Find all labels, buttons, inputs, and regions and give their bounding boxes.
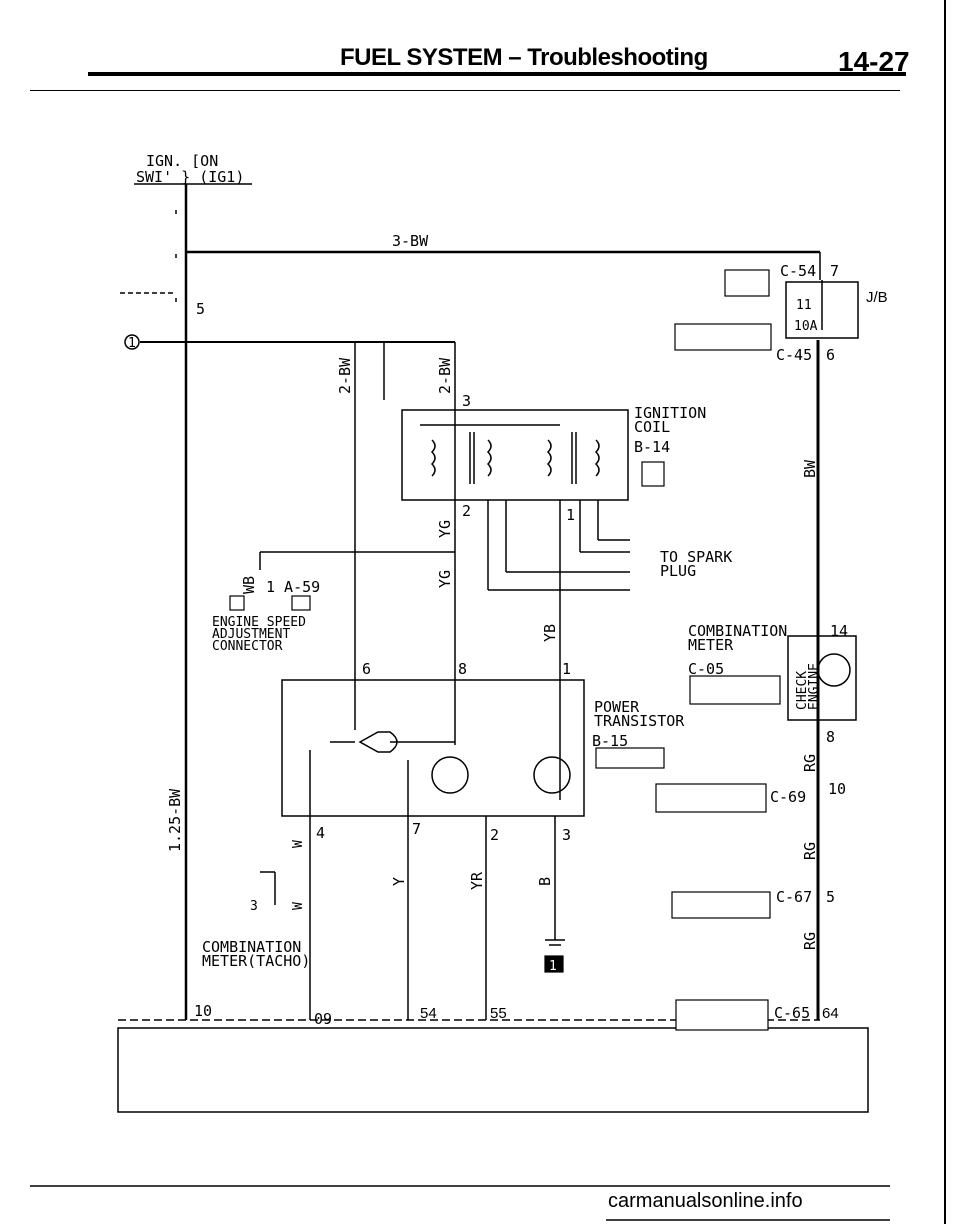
pin-10r-label: 10 (828, 780, 846, 798)
pt-pin-6-label: 6 (362, 660, 371, 678)
wire-rg-a-label: RG (801, 754, 819, 772)
header-rule-thin (30, 90, 900, 91)
pt-pin-2-label: 2 (490, 826, 499, 844)
wire-yg-a-label: YG (436, 520, 454, 538)
c54-label: C-54 (780, 262, 816, 280)
header-rule (88, 72, 906, 76)
check-engine-label: CHECK (795, 671, 810, 710)
coil-pin-1-label: 1 (566, 506, 575, 524)
a59-label: 1 A-59 (266, 578, 320, 596)
tacho-pin-3-label: 3 (250, 899, 258, 914)
tacho-label-2: METER(TACHO) (202, 952, 310, 970)
to-spark-label-2: PLUG (660, 562, 696, 580)
pt-pin-3-label: 3 (562, 826, 571, 844)
pin-14-label: 14 (830, 622, 848, 640)
ecu-55-label: 55 (490, 1005, 507, 1022)
esa-label-2: ADJUSTMENT (212, 627, 290, 642)
section-title: FUEL SYSTEM – Troubleshooting (340, 44, 708, 71)
watermark: carmanualsonline.info (608, 1190, 803, 1212)
b14-label: B-14 (634, 438, 670, 456)
pin-3-label: 3 (462, 392, 471, 410)
ecu-64-label: 64 (822, 1005, 839, 1022)
pt-pin-7-label: 7 (412, 820, 421, 838)
num-5-label: 5 (196, 300, 205, 318)
pt-pin-8-label: 8 (458, 660, 467, 678)
fuse-10a-label: 10A (794, 319, 818, 334)
check-engine-label-2: ENGINE (807, 663, 822, 710)
ignition-coil-label: IGNITION (634, 404, 706, 422)
comb-meter-label: COMBINATION (688, 622, 787, 640)
pt-pin-4-label: 4 (316, 824, 325, 842)
pin-5r-label: 5 (826, 888, 835, 906)
c45-label: C-45 (776, 346, 812, 364)
pt-pin-1-label: 1 (562, 660, 571, 678)
wire-b-label: B (536, 877, 554, 886)
wire-y-label: Y (390, 877, 408, 886)
wire-rg-b-label: RG (801, 842, 819, 860)
fuse-11-label: 11 (796, 298, 812, 313)
wire-2bw-a-label: 2-BW (336, 357, 354, 394)
wire-yg-b-label: YG (436, 570, 454, 588)
pin-6-label: 6 (826, 346, 835, 364)
pin-8r-label: 8 (826, 728, 835, 746)
tacho-label: COMBINATION (202, 938, 301, 956)
b15-label: B-15 (592, 732, 628, 750)
margin-line (944, 0, 946, 1224)
circle-1-label: 1 (128, 336, 136, 351)
comb-meter-label-2: METER (688, 636, 734, 654)
wire-2bw-b-label: 2-BW (436, 357, 454, 394)
c65-label: C-65 (774, 1004, 810, 1022)
ign-switch-label: IGN. [ON (146, 152, 218, 170)
wire-w-b-label: W (291, 902, 306, 910)
power-transistor-label-2: TRANSISTOR (594, 712, 685, 730)
jb-label: J/B (866, 289, 888, 306)
ecu-09-label: 09 (314, 1010, 332, 1028)
ecu-54-label: 54 (420, 1005, 437, 1022)
ecu-10-label: 10 (194, 1002, 212, 1020)
esa-label-1: ENGINE SPEED (212, 615, 306, 630)
wire-3bw-label: 3-BW (392, 232, 429, 250)
box-1-label: 1 (549, 959, 557, 974)
c67-label: C-67 (776, 888, 812, 906)
esa-label-3: CONNECTOR (212, 639, 283, 654)
c69-label: C-69 (770, 788, 806, 806)
page-number: 14-27 (838, 46, 910, 77)
wire-w-a-label: W (291, 840, 306, 848)
ignition-coil-label-2: COIL (634, 418, 670, 436)
wire-125bw-label: 1.25-BW (166, 788, 184, 852)
pin-7-label: 7 (830, 262, 839, 280)
to-spark-label: TO SPARK (660, 548, 732, 566)
coil-pin-2-label: 2 (462, 502, 471, 520)
ign-switch-label-2: SWI' } (IG1) (136, 168, 244, 186)
c05-label: C-05 (688, 660, 724, 678)
power-transistor-label: POWER (594, 698, 640, 716)
wire-bw-label: BW (801, 459, 819, 478)
page-header: FUEL SYSTEM – Troubleshooting 14-27 (0, 0, 960, 100)
wire-yr-label: YR (468, 871, 486, 890)
wire-wb-label: WB (240, 576, 258, 594)
wire-rg-c-label: RG (801, 932, 819, 950)
wire-yb-label: YB (541, 624, 559, 642)
